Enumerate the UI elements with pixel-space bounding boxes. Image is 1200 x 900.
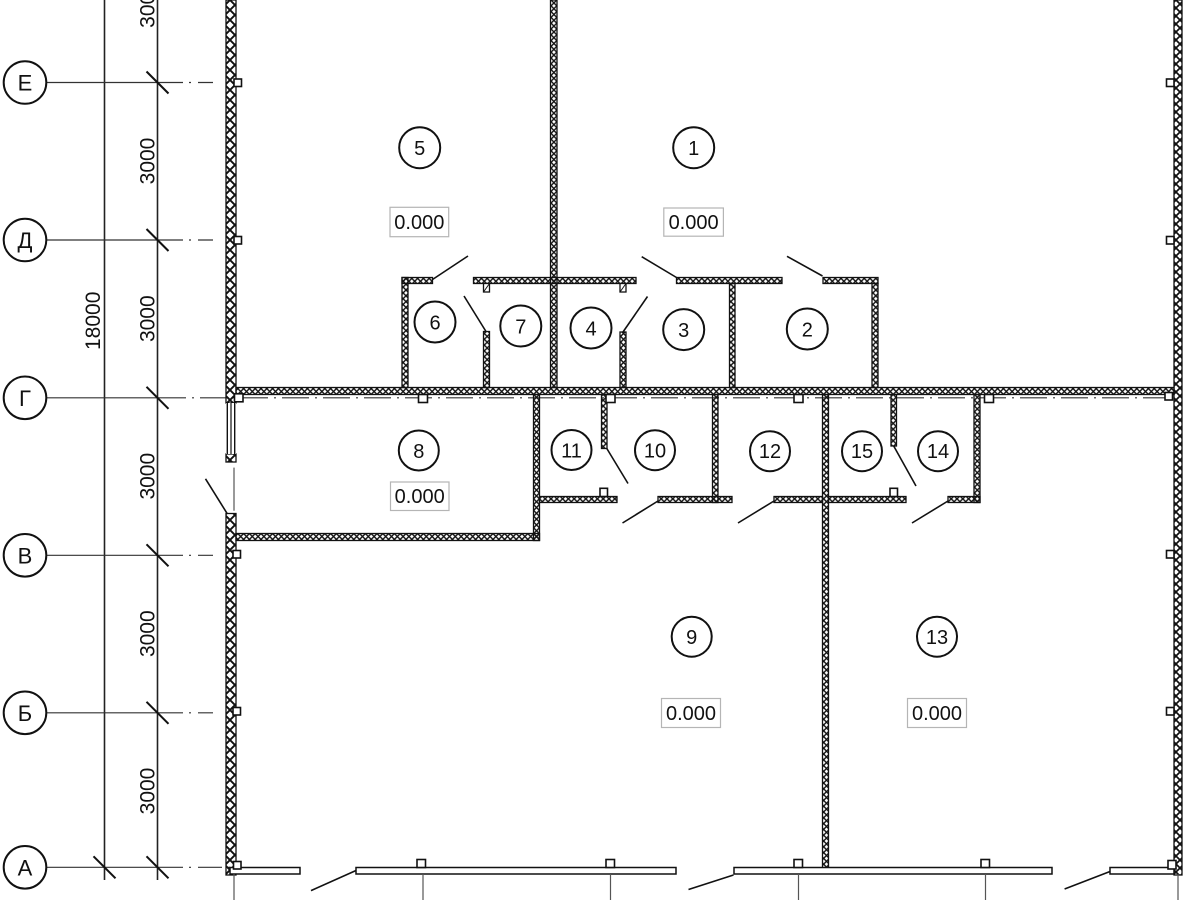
svg-text:3000: 3000	[137, 768, 160, 815]
svg-text:Е: Е	[18, 71, 33, 96]
svg-text:2: 2	[802, 319, 813, 341]
svg-text:13: 13	[926, 627, 948, 649]
svg-text:8: 8	[413, 441, 424, 463]
svg-text:0.000: 0.000	[669, 212, 719, 234]
svg-text:0.000: 0.000	[912, 703, 962, 725]
svg-text:6: 6	[429, 312, 440, 334]
svg-text:18000: 18000	[82, 292, 105, 350]
svg-text:0.000: 0.000	[394, 212, 444, 234]
svg-text:4: 4	[585, 318, 596, 340]
svg-text:0.000: 0.000	[395, 486, 445, 508]
svg-text:3: 3	[678, 320, 689, 342]
svg-text:3000: 3000	[137, 0, 160, 28]
svg-text:3000: 3000	[137, 453, 160, 500]
svg-text:7: 7	[515, 316, 526, 338]
svg-text:Д: Д	[18, 228, 33, 253]
svg-text:14: 14	[927, 441, 949, 463]
svg-text:9: 9	[686, 627, 697, 649]
svg-text:Б: Б	[18, 701, 32, 726]
svg-text:10: 10	[644, 441, 666, 463]
svg-text:Г: Г	[19, 386, 31, 411]
svg-text:12: 12	[759, 441, 781, 463]
svg-text:11: 11	[561, 441, 582, 463]
svg-text:15: 15	[851, 441, 873, 463]
svg-text:5: 5	[414, 138, 425, 160]
svg-text:3000: 3000	[137, 295, 160, 342]
svg-text:А: А	[18, 855, 33, 880]
svg-text:1: 1	[688, 138, 699, 160]
svg-text:3000: 3000	[137, 610, 160, 657]
svg-text:В: В	[18, 543, 33, 568]
svg-text:0.000: 0.000	[666, 703, 716, 725]
svg-text:3000: 3000	[137, 138, 160, 185]
